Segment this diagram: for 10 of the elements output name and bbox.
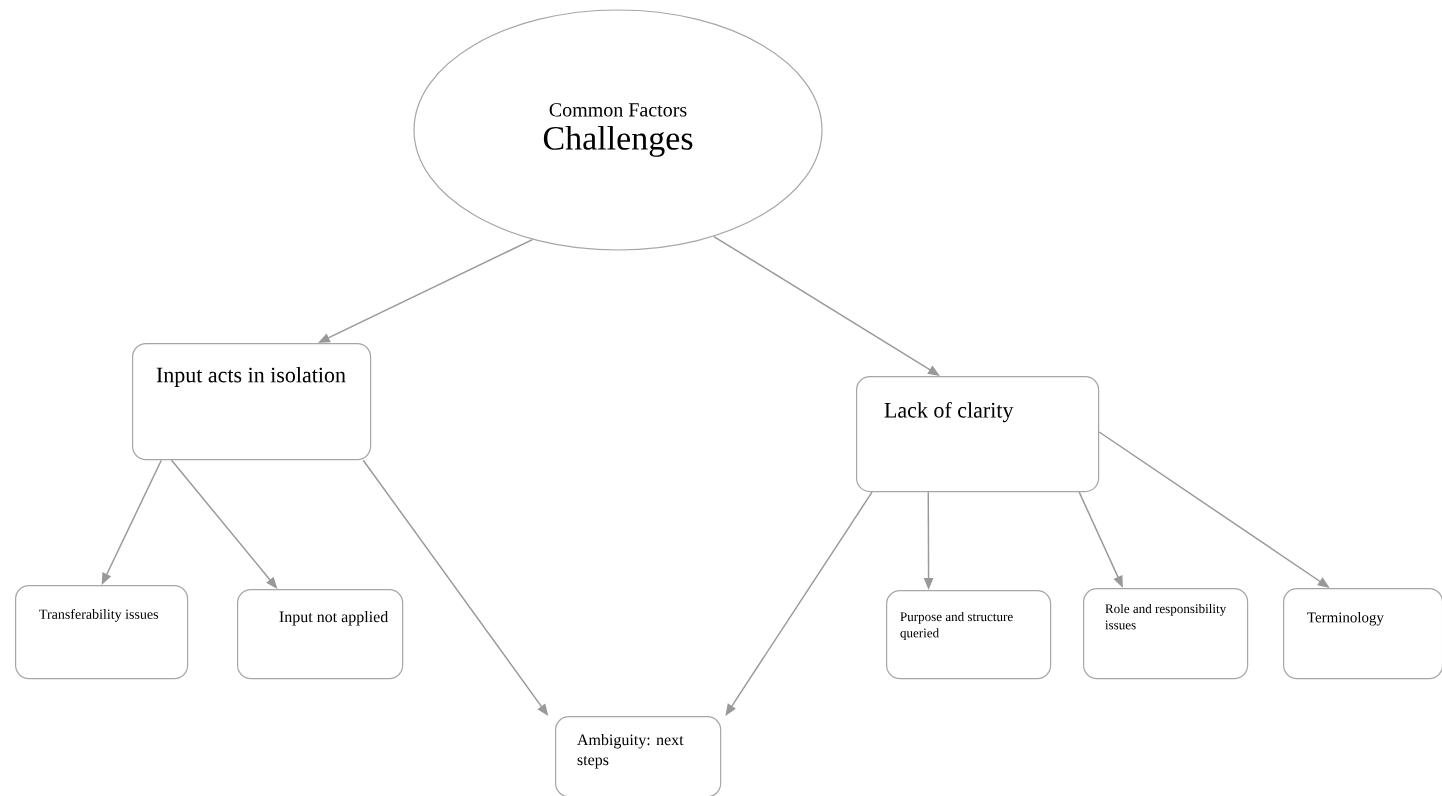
text-box: Input acts in isolation	[132, 343, 372, 461]
text-box: Input not applied	[237, 589, 404, 680]
text-box: Role and responsibility issues	[1083, 588, 1249, 680]
text-box: Ambiguity: next steps	[555, 716, 722, 796]
text-box: Lack of clarity	[856, 376, 1100, 493]
arrow	[713, 235, 940, 376]
text-box: Terminology	[1283, 588, 1442, 680]
text-box: Transferability issues	[15, 585, 189, 680]
text-box: Purpose and structure queried	[886, 590, 1052, 680]
arrow	[725, 491, 873, 716]
